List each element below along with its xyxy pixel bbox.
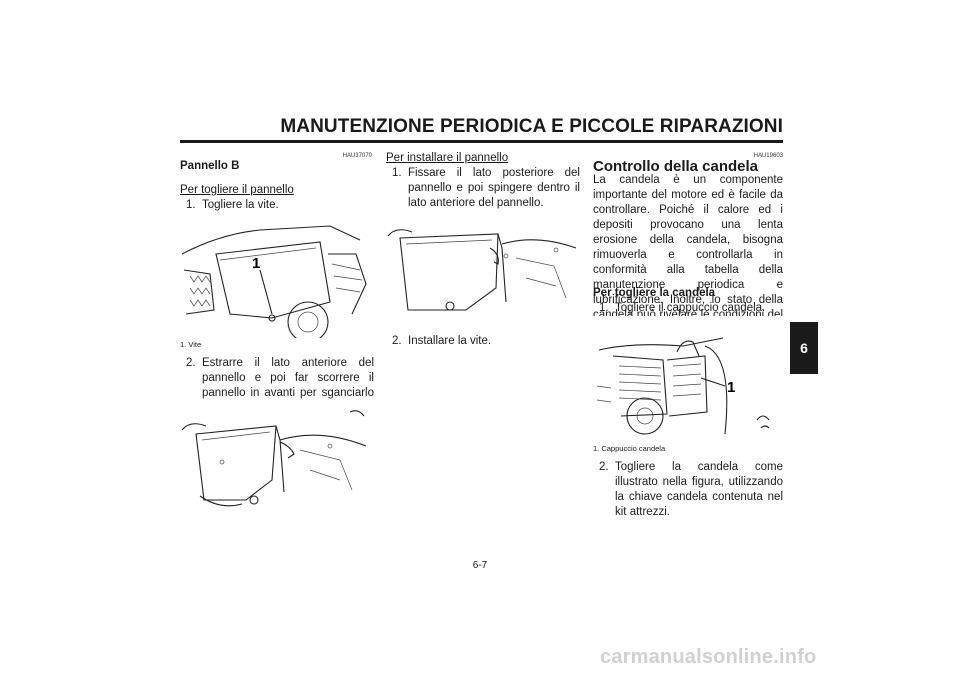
section-code: HAU19603 [753, 153, 783, 159]
figure-caption: 1. Vite [180, 340, 202, 349]
section-code: HAU37070 [342, 153, 372, 159]
header-divider [180, 140, 783, 143]
step-item: 1. Togliere la vite. [186, 198, 372, 213]
step-number: 1. [599, 302, 609, 314]
step-text: Installare la vite. [408, 335, 492, 347]
subsection-title: Per togliere la candela [593, 287, 716, 299]
step-text: Estrarre il lato anteriore del pannello … [202, 357, 374, 414]
subsection-title: Per installare il pannello [386, 152, 509, 164]
step-item: 2. Installare la vite. [392, 334, 580, 349]
engine-illustration: 1 [596, 337, 770, 435]
figure-panel-remove [180, 400, 374, 522]
step-number: 2. [599, 461, 609, 473]
step-item: 2. Estrarre il lato anteriore del pannel… [186, 356, 374, 416]
step-number: 2. [392, 335, 402, 347]
figure-callout-1: 1 [727, 379, 735, 396]
panel-install-illustration [387, 229, 577, 311]
step-text: Togliere il cappuccio candela. [615, 302, 766, 314]
panel-removal-illustration [181, 410, 367, 507]
chapter-tab[interactable]: 6 [790, 322, 818, 374]
step-item: 2. Togliere la candela come illustrato n… [599, 460, 783, 520]
step-number: 1. [392, 167, 402, 179]
step-number: 1. [186, 199, 196, 211]
step-number: 2. [186, 357, 196, 369]
intro-paragraph: La candela è un componente importante de… [593, 174, 783, 336]
step-text: Togliere la vite. [202, 199, 279, 211]
page-title: MANUTENZIONE PERIODICA E PICCOLE RIPARAZ… [280, 116, 783, 137]
step-text: Togliere la candela come illustrato nell… [615, 461, 783, 518]
watermark: carmanualsonline.info [600, 646, 817, 668]
section-title: Controllo della candela [593, 158, 759, 175]
section-title: Pannello B [180, 160, 240, 172]
step-item: 1. Fissare il lato posteriore del pannel… [392, 166, 580, 211]
subsection-title: Per togliere il pannello [180, 184, 294, 196]
figure-panel-screw: 1 [180, 214, 374, 343]
figure-callout-1: 1 [252, 255, 260, 272]
step-text: Fissare il lato posteriore del pannello … [408, 167, 580, 209]
figure-caption: 1. Cappuccio candela [593, 444, 666, 453]
page-number: 6-7 [472, 560, 488, 571]
motorcycle-side-illustration: 1 [181, 225, 367, 343]
figure-spark-plug-cap: 1 [593, 316, 783, 440]
step-item: 1. Togliere il cappuccio candela. [599, 301, 783, 316]
figure-panel-install [386, 214, 580, 330]
